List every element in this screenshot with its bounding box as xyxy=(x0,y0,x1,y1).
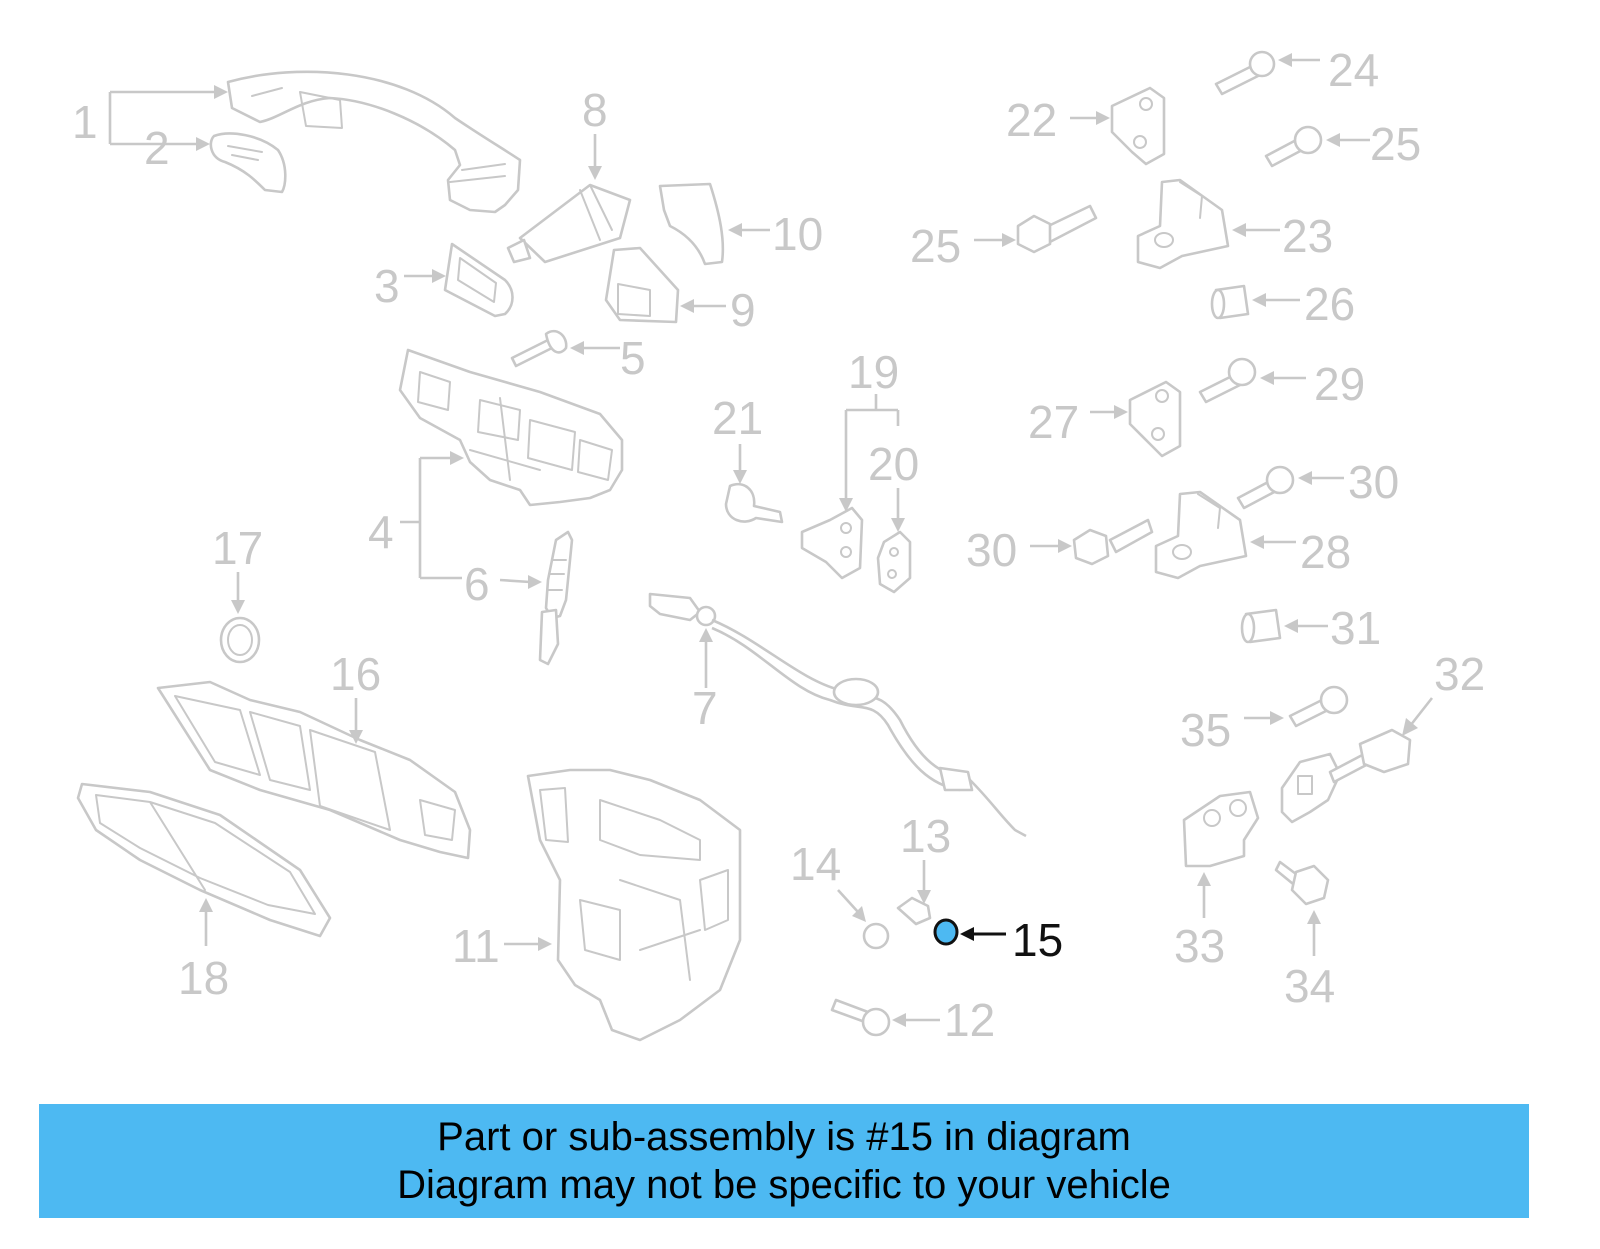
parts-diagram: 1 2 3 4 5 6 7 8 9 10 11 12 13 14 15 16 1… xyxy=(72,44,1485,1046)
callout-6: 6 xyxy=(464,558,490,610)
banner-line-2: Diagram may not be specific to your vehi… xyxy=(397,1163,1171,1207)
part-23-upper-hinge xyxy=(1136,178,1230,270)
part-28-lower-hinge xyxy=(1154,490,1248,580)
callout-22: 22 xyxy=(1006,94,1057,146)
part-20-clip xyxy=(876,530,912,594)
callout-10: 10 xyxy=(772,208,823,260)
part-25-hinge-bolt-lower xyxy=(1016,204,1098,254)
part-4-handle-carrier xyxy=(398,348,624,507)
callout-31: 31 xyxy=(1330,602,1381,654)
part-22-upper-hinge-bracket xyxy=(1110,86,1166,166)
callout-34: 34 xyxy=(1284,960,1335,1012)
part-17-ring xyxy=(219,616,261,664)
callout-17: 17 xyxy=(212,522,263,574)
callout-12: 12 xyxy=(944,994,995,1046)
callout-4: 4 xyxy=(368,506,394,558)
part-7-release-cable xyxy=(648,592,1027,838)
part-8-lock-cylinder xyxy=(506,183,632,264)
part-24-hinge-bolt xyxy=(1214,50,1276,96)
part-34-striker-bolt xyxy=(1274,860,1330,906)
part-19-bracket xyxy=(800,506,864,580)
callout-21: 21 xyxy=(712,392,763,444)
callout-32: 32 xyxy=(1434,648,1485,700)
callout-25a: 25 xyxy=(1370,118,1421,170)
part-5-screw xyxy=(510,329,568,368)
part-21-screw xyxy=(724,483,784,524)
callout-26: 26 xyxy=(1304,278,1355,330)
part-1-outside-handle xyxy=(226,70,522,214)
callout-11: 11 xyxy=(452,920,500,972)
callout-2: 2 xyxy=(144,122,170,174)
callout-14: 14 xyxy=(790,838,841,890)
part-29-hinge-bolt xyxy=(1198,357,1257,404)
part-15-highlighted xyxy=(933,918,959,946)
part-25-hinge-bolt-upper xyxy=(1264,125,1323,168)
info-banner: Part or sub-assembly is #15 in diagram D… xyxy=(39,1104,1529,1218)
part-11-door-latch xyxy=(526,768,742,1042)
part-16-inside-handle xyxy=(156,680,472,860)
callout-16: 16 xyxy=(330,648,381,700)
callout-30b: 30 xyxy=(966,524,1017,576)
part-18-bezel xyxy=(76,782,332,938)
part-3-cylinder-gasket xyxy=(443,242,514,318)
callout-28: 28 xyxy=(1300,526,1351,578)
part-12-latch-screw xyxy=(830,998,891,1037)
part-35-check-bolt xyxy=(1288,685,1349,728)
part-30-hinge-bolt-lower xyxy=(1072,518,1154,566)
part-32-door-check xyxy=(1280,728,1412,824)
callout-29: 29 xyxy=(1314,358,1365,410)
part-13-pin xyxy=(896,896,932,926)
part-14-grommet xyxy=(862,922,890,950)
callout-33: 33 xyxy=(1174,920,1225,972)
callout-9: 9 xyxy=(730,284,756,336)
part-27-lower-hinge-bracket xyxy=(1128,380,1182,458)
banner-line-1: Part or sub-assembly is #15 in diagram xyxy=(437,1115,1131,1159)
callout-5: 5 xyxy=(620,332,646,384)
part-10-handle-cover xyxy=(658,182,725,266)
callout-25b: 25 xyxy=(910,220,961,272)
callout-27: 27 xyxy=(1028,396,1079,448)
leader-lines xyxy=(108,53,1434,1027)
callout-23: 23 xyxy=(1282,210,1333,262)
part-33-striker xyxy=(1182,790,1260,868)
part-9-cylinder-cap xyxy=(604,246,680,324)
callout-19: 19 xyxy=(848,346,899,398)
part-6-actuator-rod xyxy=(538,530,574,666)
callout-24: 24 xyxy=(1328,44,1379,96)
callout-35: 35 xyxy=(1180,704,1231,756)
part-30-hinge-bolt-upper xyxy=(1236,465,1295,510)
callout-15: 15 xyxy=(1012,914,1063,966)
callout-13: 13 xyxy=(900,810,951,862)
callout-1: 1 xyxy=(72,96,98,148)
callout-18: 18 xyxy=(178,952,229,1004)
callout-20: 20 xyxy=(868,438,919,490)
part-26-bushing xyxy=(1210,284,1250,320)
part-31-bushing xyxy=(1240,608,1282,644)
callout-3: 3 xyxy=(374,260,400,312)
part-2-handle-gasket xyxy=(209,132,287,194)
callout-8: 8 xyxy=(582,84,608,136)
callout-7: 7 xyxy=(692,682,718,734)
callout-numbers: 1 2 3 4 5 6 7 8 9 10 11 12 13 14 15 16 1… xyxy=(72,44,1485,1046)
callout-30a: 30 xyxy=(1348,456,1399,508)
